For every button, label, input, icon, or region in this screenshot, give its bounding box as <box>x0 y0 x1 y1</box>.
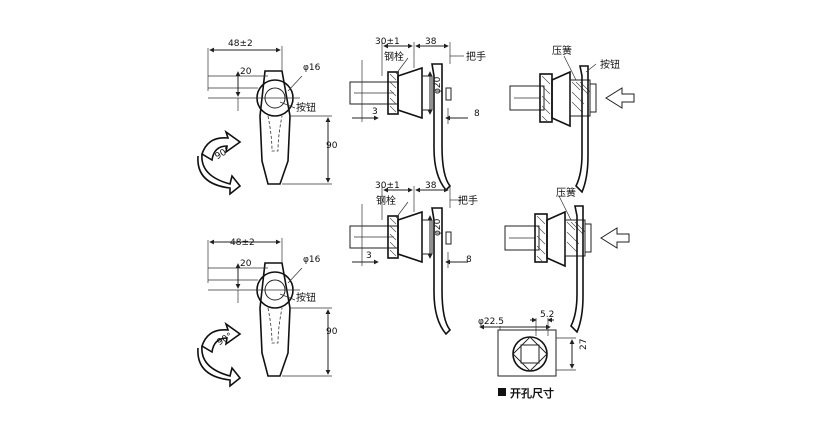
label-handle-top: 把手 <box>466 50 486 63</box>
dim-diameter-top: φ16 <box>303 63 321 73</box>
section-view-bottom <box>504 195 630 333</box>
dim-a-bottom: 30±1 <box>375 181 400 191</box>
cutout-width: 5.2 <box>540 310 554 320</box>
dim-d-top: 3 <box>372 107 378 117</box>
cutout-diameter: φ22.5 <box>478 317 504 327</box>
label-handle-bottom: 把手 <box>458 194 478 207</box>
cutout-drawing <box>479 317 576 377</box>
dim-e-top: 8 <box>474 109 480 119</box>
dim-diameter-bottom: φ16 <box>303 255 321 265</box>
dim-e-bottom: 8 <box>466 255 472 265</box>
dim-height-top: 90 <box>326 141 338 151</box>
dim-offset-bottom: 20 <box>240 259 252 269</box>
side-view-top <box>350 42 468 190</box>
dim-c-bottom: φ20 <box>433 218 443 236</box>
label-button-section: 按钮 <box>600 58 620 71</box>
dim-c-top: φ20 <box>433 76 443 94</box>
dim-height-bottom: 90 <box>326 327 338 337</box>
dim-offset-top: 20 <box>240 67 252 77</box>
label-pin-top: 钢栓 <box>384 50 404 63</box>
label-button-top: 按钮 <box>296 101 316 114</box>
cutout-caption: 开孔尺寸 <box>510 386 554 400</box>
dim-width-bottom: 48±2 <box>230 238 255 248</box>
rotation-label-top: 90° <box>214 145 233 162</box>
section-view-top <box>509 55 635 193</box>
dim-b-top: 38 <box>425 37 437 47</box>
label-pin-bottom: 钢栓 <box>376 194 396 207</box>
label-button-bottom: 按钮 <box>296 291 316 304</box>
label-spring-top: 压簧 <box>552 44 572 57</box>
dim-b-bottom: 38 <box>425 181 437 191</box>
cutout-height: 27 <box>579 339 589 350</box>
dim-a-top: 30±1 <box>375 37 400 47</box>
dim-width-top: 48±2 <box>228 39 253 49</box>
dim-d-bottom: 3 <box>366 251 372 261</box>
label-spring-bottom: 压簧 <box>556 186 576 199</box>
caption-marker <box>498 388 506 396</box>
